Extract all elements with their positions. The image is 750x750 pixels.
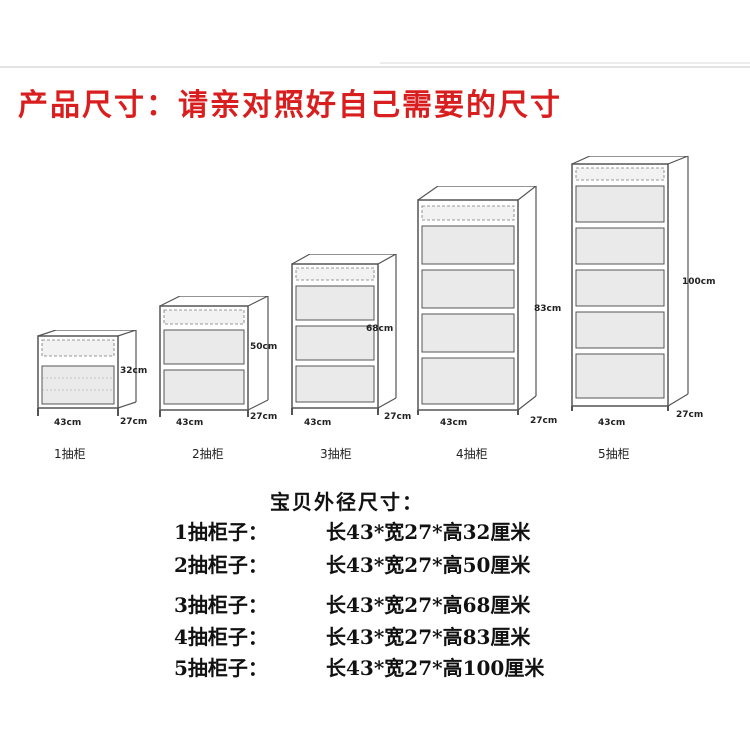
cabinet-5-drawing <box>570 156 692 412</box>
cabinet-2-height: 50cm <box>250 342 278 352</box>
cabinet-4-drawing <box>416 186 540 416</box>
spec-row-value: 长43*宽27*高100厘米 <box>326 656 545 680</box>
spec-row-label: 3抽柜子： <box>174 593 268 617</box>
cabinet-5-label: 5抽柜 <box>598 447 630 461</box>
spec-row-2: 2抽柜子： 长43*宽27*高50厘米 <box>174 549 654 577</box>
spec-row-value: 长43*宽27*高68厘米 <box>326 593 531 617</box>
cabinet-1-label: 1抽柜 <box>54 447 86 461</box>
cabinet-3-label: 3抽柜 <box>320 447 352 461</box>
cabinet-1-width: 43cm <box>54 418 82 428</box>
cabinet-1-depth: 27cm <box>120 417 148 427</box>
cabinet-2-width: 43cm <box>176 418 204 428</box>
cabinet-5-height: 100cm <box>682 277 716 287</box>
cabinet-3-drawing <box>290 254 398 416</box>
cabinet-4-width: 43cm <box>440 418 468 428</box>
spec-row-5: 5抽柜子： 长43*宽27*高100厘米 <box>174 652 654 680</box>
cabinet-5-depth: 27cm <box>676 410 704 420</box>
spec-title: 宝贝外径尺寸： <box>270 490 424 514</box>
top-divider <box>0 66 750 68</box>
cabinet-3-depth: 27cm <box>384 412 412 422</box>
spec-row-label: 1抽柜子： <box>174 520 268 544</box>
spec-row-value: 长43*宽27*高83厘米 <box>326 625 531 649</box>
spec-row-1: 1抽柜子： 长43*宽27*高32厘米 <box>174 516 654 544</box>
spec-row-label: 5抽柜子： <box>174 656 268 680</box>
spec-row-value: 长43*宽27*高32厘米 <box>326 520 531 544</box>
cabinet-4-height: 83cm <box>534 304 562 314</box>
page-title: 产品尺寸：请亲对照好自己需要的尺寸 <box>18 88 562 123</box>
cabinet-5-width: 43cm <box>598 418 626 428</box>
cabinet-1-height: 32cm <box>120 366 148 376</box>
spec-row-label: 4抽柜子： <box>174 625 268 649</box>
cabinet-1-drawing <box>36 330 140 418</box>
cabinet-3-width: 43cm <box>304 418 332 428</box>
cabinet-4-depth: 27cm <box>530 416 558 426</box>
cabinet-4-label: 4抽柜 <box>456 447 488 461</box>
cabinet-2-label: 2抽柜 <box>192 447 224 461</box>
cabinet-2-drawing <box>158 296 270 418</box>
cabinet-3-height: 68cm <box>366 324 394 334</box>
spec-row-label: 2抽柜子： <box>174 553 268 577</box>
cabinet-2-depth: 27cm <box>250 412 278 422</box>
spec-row-value: 长43*宽27*高50厘米 <box>326 553 531 577</box>
top-divider-right <box>380 62 750 64</box>
spec-row-3: 3抽柜子： 长43*宽27*高68厘米 <box>174 589 654 617</box>
spec-row-4: 4抽柜子： 长43*宽27*高83厘米 <box>174 621 654 649</box>
